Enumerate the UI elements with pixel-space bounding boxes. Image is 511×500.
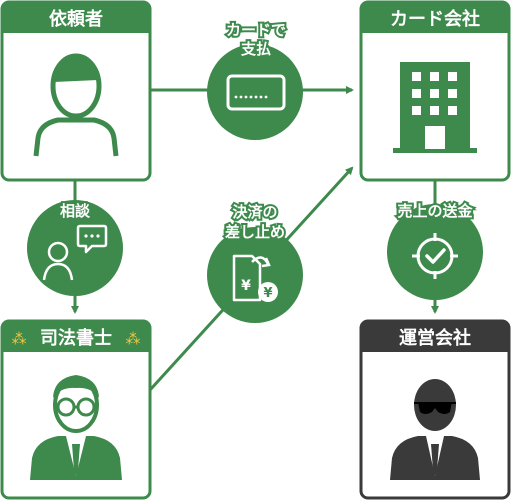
yen-symbol-coin: ¥ (263, 286, 272, 301)
judicial-scrivener-title: 司法書士 (40, 327, 112, 349)
stop-payment-label-line2: 差し止め (225, 223, 285, 241)
credit-card-icon (226, 74, 286, 111)
consultation-label: 相談 (60, 202, 91, 220)
box-card-company: カード会社 (359, 0, 511, 182)
box-judicial-scrivener: ⁂ 司法書士 ⁂ (0, 319, 152, 500)
step-sales-remittance: 売上の送金 (387, 200, 483, 300)
sales-remittance-label: 売上の送金 (397, 202, 473, 220)
office-building-icon (393, 62, 477, 153)
card-company-title: カード会社 (390, 8, 480, 30)
box-client: 依頼者 (0, 0, 152, 182)
step-card-payment: カードで 支払 (207, 19, 303, 140)
step-stop-payment: 決済の 差し止め ¥ ¥ (207, 201, 303, 323)
step-consultation: 相談 (27, 200, 123, 296)
yen-symbol-small: ¥ (241, 278, 251, 294)
yen-document-icon: ¥ ¥ (232, 254, 278, 302)
card-payment-label-line1: カードで (226, 21, 286, 39)
stop-payment-label-line1: 決済の (232, 203, 277, 221)
box-operating-company: 運営会社 (359, 319, 511, 500)
person-icon (33, 53, 119, 157)
lawyer-with-glasses-icon (30, 375, 122, 480)
sparkle-icon-left: ⁂ (12, 330, 27, 348)
man-in-sunglasses-icon (390, 379, 480, 480)
card-payment-label-line2: 支払 (240, 40, 271, 58)
operating-company-title: 運営会社 (399, 327, 471, 349)
sparkle-icon-right: ⁂ (126, 330, 141, 348)
chat-bubble-icon (42, 224, 108, 281)
target-check-icon (412, 233, 458, 279)
client-title: 依頼者 (49, 8, 103, 30)
